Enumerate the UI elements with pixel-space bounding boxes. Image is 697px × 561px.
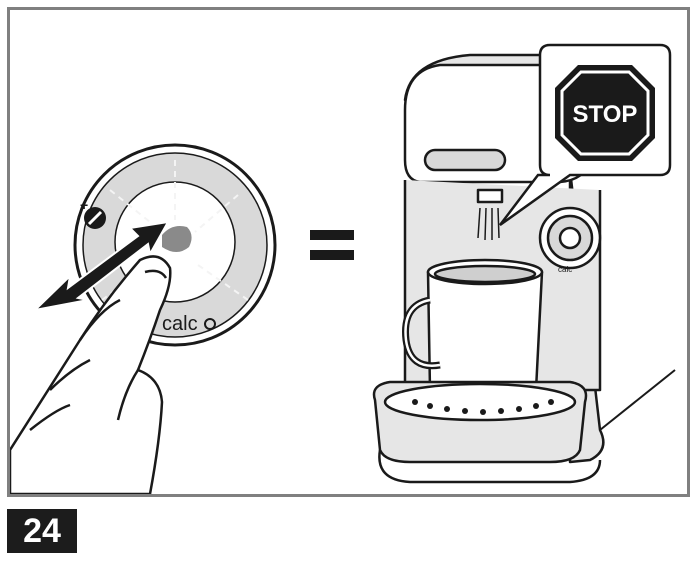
dial-label: calc bbox=[162, 313, 198, 335]
hand-icon bbox=[10, 255, 172, 494]
knob bbox=[162, 226, 192, 252]
stop-sign-text: STOP bbox=[573, 101, 638, 128]
small-dial-label: calc bbox=[558, 265, 572, 274]
svg-text:+: + bbox=[80, 197, 88, 213]
step-number-badge: 24 bbox=[7, 509, 77, 553]
illustration: + calc bbox=[10, 43, 676, 494]
plus-descale-icon: + bbox=[80, 197, 106, 229]
stop-sign-icon: STOP bbox=[555, 65, 655, 161]
dial-closeup: + calc bbox=[10, 143, 277, 494]
stop-callout: STOP bbox=[499, 43, 672, 227]
equals-sign bbox=[310, 230, 354, 260]
double-arrow-icon bbox=[31, 220, 170, 312]
illustration-frame: + calc bbox=[7, 7, 690, 497]
